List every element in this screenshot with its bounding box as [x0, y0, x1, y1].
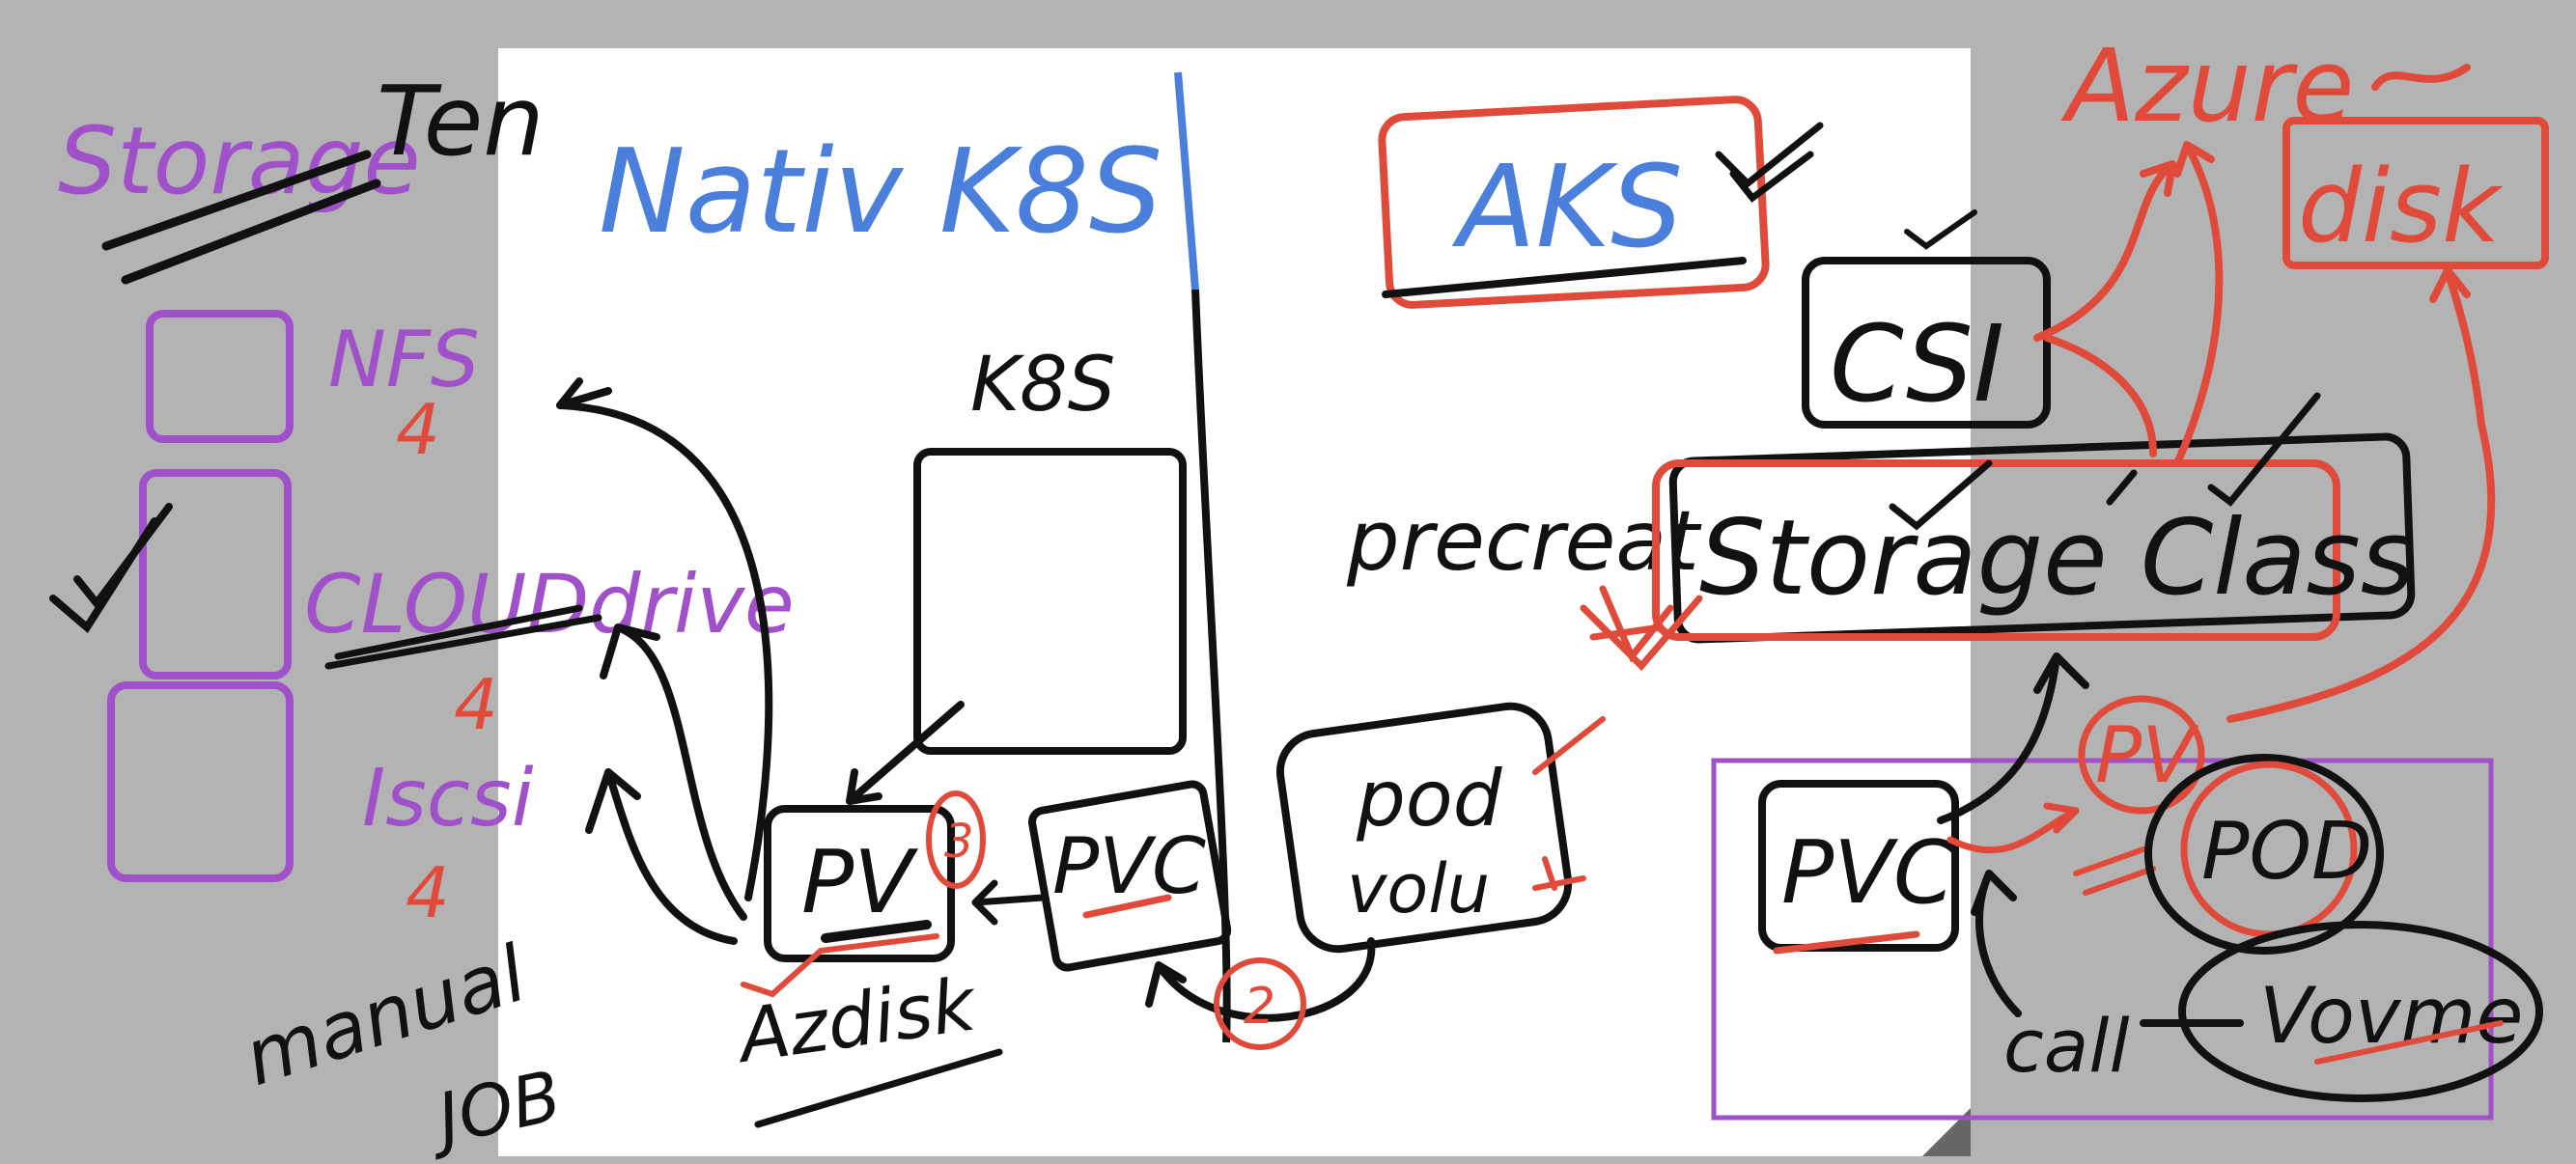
- scribble-red: [1580, 585, 1703, 672]
- pvc-box: [1028, 780, 1232, 972]
- option-checkbox-iscsi: [107, 681, 294, 882]
- pod-label: pod: [1356, 754, 1503, 844]
- arrow-k8s-to-pv: [846, 701, 965, 805]
- native-k8s-title: Nativ K8S: [599, 125, 1162, 260]
- azure-disk-box: [2282, 117, 2549, 269]
- storage-types-sidebar: Storage Ten NFS 4 CLOUDdrive 4 Iscsi 4 m…: [49, 65, 795, 1162]
- aks-pvc-underline: [1773, 930, 1920, 955]
- precreated-label: precreat: [1346, 493, 1702, 590]
- aks-volume-underline: [2314, 1020, 2504, 1065]
- arrow-call-to-pvc: [1971, 870, 2244, 1027]
- step-2-label: 2: [1244, 978, 1275, 1036]
- sidebar-title-suffix: Ten: [377, 65, 545, 178]
- k8s-box: [913, 448, 1187, 755]
- azure-title: Azure: [2060, 27, 2354, 145]
- option-checkbox-clouddrive: [139, 469, 292, 679]
- aks-title: AKS: [1451, 140, 1683, 273]
- option-count-iscsi: 4: [406, 852, 450, 933]
- volume-label: volu: [1347, 849, 1490, 928]
- native-k8s-panel: Nativ K8S K8S PV 3 Azdisk PVC pod volu 2: [599, 71, 1606, 1128]
- aks-pvc-box: [1758, 780, 1959, 952]
- pvc-label: PVC: [1052, 821, 1206, 911]
- option-label-iscsi: Iscsi: [362, 753, 534, 845]
- title-underline: [101, 150, 381, 285]
- arrow-pvc-to-storage-class: [1937, 652, 2089, 824]
- step-marker-2: [1214, 957, 1306, 1050]
- aks-pv-circle: [2078, 695, 2205, 815]
- storage-class-label: Storage Class: [1699, 498, 2415, 619]
- arrow-pv-to-nfs: [556, 377, 773, 901]
- aks-panel: AKS CSI precreat Storage Class PVC PV PO…: [1346, 96, 2543, 1121]
- storage-class-box-black: [1668, 432, 2416, 644]
- arrow-pod-to-pvc: [1145, 937, 1376, 1022]
- storage-class-checks: [1889, 392, 2321, 531]
- pv-red-check: [741, 933, 939, 998]
- arrow-pv-to-azure-disk: [2226, 266, 2496, 723]
- aks-pod-outline: [2144, 754, 2384, 955]
- aks-pod-label: POD: [2201, 806, 2372, 898]
- arrow-csi-to-storage-class: [2043, 334, 2157, 457]
- csi-label: CSI: [1830, 302, 2004, 426]
- aks-underline: [1382, 257, 1747, 298]
- azure-section: Azure disk: [2033, 27, 2549, 723]
- arrow-pv-to-iscsi: [585, 768, 738, 945]
- check-icon: [49, 503, 173, 634]
- aks-pvc-label: PVC: [1781, 822, 1954, 924]
- step-3-label: 3: [944, 815, 974, 869]
- blue-divider: [1174, 71, 1199, 291]
- clouddrive-underline: [324, 604, 602, 670]
- pv-label: PV: [801, 832, 918, 933]
- pod-red-ticks: [1532, 716, 1606, 891]
- azure-disk-label: disk: [2298, 148, 2504, 265]
- arrow-pv-to-clouddrive: [600, 624, 747, 921]
- option-label-nfs: NFS: [328, 315, 480, 404]
- pvc-underline: [1082, 894, 1172, 919]
- pod-box: [1275, 702, 1573, 954]
- csi-check: [1904, 209, 1977, 250]
- option-checkbox-nfs: [146, 310, 294, 443]
- option-count-clouddrive: 4: [454, 664, 498, 745]
- arrow-storage-class-to-azure: [2173, 141, 2224, 467]
- arrow-csi-to-azure: [2033, 160, 2176, 342]
- option-label-clouddrive: CLOUDdrive: [304, 557, 795, 651]
- arrow-pvc-to-pv: [971, 879, 1047, 926]
- aks-check-icon: [1715, 122, 1824, 203]
- pv-equals-marks: [2073, 846, 2156, 896]
- azure-tilde: [2371, 64, 2471, 91]
- k8s-label: K8S: [970, 342, 1115, 429]
- call-label: call: [2003, 1003, 2130, 1089]
- azdisk-underline: [754, 1048, 1003, 1128]
- pv-underline: [821, 920, 932, 943]
- option-count-nfs: 4: [396, 389, 440, 470]
- step-marker-3: [926, 790, 986, 889]
- arrow-pvc-to-pv-red: [1946, 802, 2080, 854]
- pvc-pv-pod-frame: [1711, 758, 2494, 1121]
- storage-class-box-red: [1652, 459, 2340, 641]
- aks-volume-outline: [2178, 921, 2543, 1102]
- csi-box: [1802, 257, 2051, 429]
